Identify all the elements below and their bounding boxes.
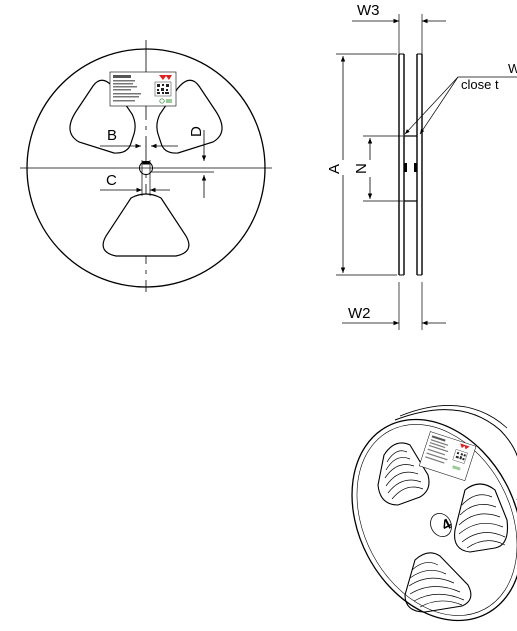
logo-icon <box>159 75 172 80</box>
dimension-label-c: C <box>106 172 117 189</box>
leader-note-line-2: close t <box>461 77 499 92</box>
reel-window-bottom <box>102 193 190 257</box>
window-bottom <box>404 552 472 613</box>
perspective-product-label <box>418 431 477 481</box>
front-flange <box>351 418 517 622</box>
dimension-label-w2: W2 <box>348 305 371 322</box>
dimension-label-a: A <box>326 164 343 174</box>
perspective-hub <box>430 513 452 537</box>
dimension-label-w3: W3 <box>357 2 380 19</box>
window-right <box>454 483 509 553</box>
reel-front-view: B C D <box>20 40 272 292</box>
reel-product-label <box>109 71 177 107</box>
reel-side-view: W3 W2 A N W close t <box>326 2 517 330</box>
leader-note-line-1: W <box>508 61 517 76</box>
reel-hub-key <box>142 161 150 165</box>
dimension-label-b: B <box>107 127 117 144</box>
window-upper-left <box>377 442 430 506</box>
dimension-label-d: D <box>188 126 205 137</box>
dimension-label-n: N <box>353 163 370 174</box>
reel-perspective-view: 4 <box>351 405 517 622</box>
